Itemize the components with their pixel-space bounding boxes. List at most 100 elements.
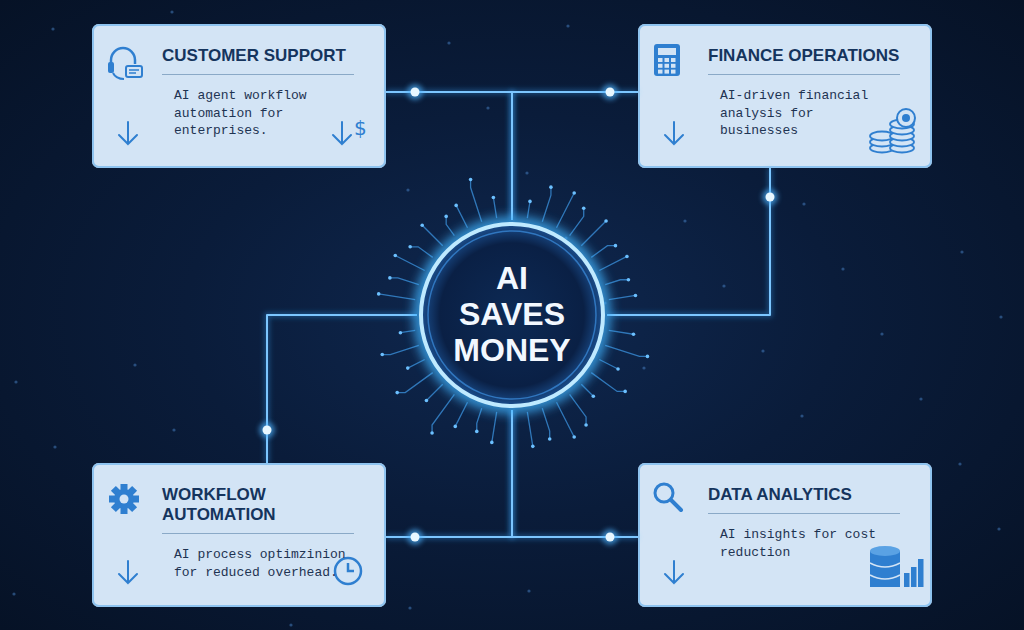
node-dot xyxy=(411,533,420,542)
trace-dot xyxy=(627,278,631,282)
connector-line xyxy=(512,92,638,220)
network-dot xyxy=(408,606,411,609)
circuit-trace xyxy=(397,373,433,393)
circuit-trace xyxy=(408,359,425,368)
network-dot xyxy=(172,428,175,431)
circuit-trace xyxy=(400,330,415,332)
network-dot xyxy=(958,462,961,465)
trace-dot xyxy=(475,430,479,434)
down-arrow xyxy=(333,122,351,144)
circuit-trace xyxy=(390,278,419,285)
circuit-trace xyxy=(542,408,549,439)
node-dot-glow xyxy=(259,422,275,438)
connector-line xyxy=(607,168,770,315)
node-dot-glow xyxy=(407,84,423,100)
circuit-traces xyxy=(377,178,649,448)
connector-glow xyxy=(386,410,512,537)
network-dot xyxy=(406,188,409,191)
trace-dot xyxy=(625,255,629,259)
network-dot xyxy=(802,202,805,205)
trace-dot xyxy=(616,367,620,371)
connector-glow xyxy=(512,92,638,220)
trace-dot xyxy=(399,331,403,335)
circuit-trace xyxy=(422,225,443,246)
circuit-trace xyxy=(605,345,647,356)
box-body: AI process optimzinion for reduced overh… xyxy=(174,546,348,581)
box-fills xyxy=(92,24,932,607)
box-title: FINANCE OPERATIONS xyxy=(708,46,900,75)
box-body: AI-driven financial analysis for busines… xyxy=(720,87,894,140)
network-dot xyxy=(761,349,764,352)
box-fill xyxy=(92,24,386,168)
down-arrow xyxy=(665,122,683,144)
circuit-trace xyxy=(456,205,467,227)
box-body: AI insights for cost reduction xyxy=(720,526,894,561)
trace-dot xyxy=(614,244,618,248)
network-dot xyxy=(53,445,56,448)
trace-dot xyxy=(395,391,399,395)
network-dot xyxy=(722,284,725,287)
trace-dot xyxy=(380,353,384,357)
trace-dot xyxy=(444,215,448,219)
network-dot xyxy=(999,315,1002,318)
trace-dot xyxy=(453,425,457,429)
node-dot-glow xyxy=(407,529,423,545)
circuit-trace xyxy=(591,246,615,258)
box-fill xyxy=(638,463,932,607)
down-arrow xyxy=(119,561,137,583)
network-dot xyxy=(566,24,569,27)
network-dot xyxy=(880,332,883,335)
box-fill xyxy=(638,24,932,168)
node-dot xyxy=(263,426,272,435)
circuit-trace xyxy=(493,197,496,218)
gear-icon xyxy=(109,484,139,514)
coins-icon xyxy=(870,109,915,153)
network-dot xyxy=(919,397,922,400)
trace-dot xyxy=(549,185,553,189)
process-box: CUSTOMER SUPPORTAI agent workflow automa… xyxy=(92,24,386,168)
network-dot xyxy=(997,527,1000,530)
circuit-trace xyxy=(570,394,586,425)
box-title: DATA ANALYTICS xyxy=(708,485,900,514)
network-dot xyxy=(800,414,803,417)
node-dot-glow xyxy=(602,84,618,100)
trace-dot xyxy=(454,204,458,208)
circuit-trace xyxy=(379,294,416,300)
trace-dot xyxy=(388,276,392,280)
process-box: DATA ANALYTICS AI insights for cost reduc… xyxy=(638,463,932,607)
network-dot xyxy=(447,41,450,44)
circuit-trace xyxy=(527,201,530,218)
network-dot xyxy=(642,366,645,369)
trace-dot xyxy=(582,206,586,210)
connector-line xyxy=(386,410,512,537)
trace-dot xyxy=(406,366,410,370)
trace-dot xyxy=(548,437,552,441)
circuit-trace xyxy=(570,208,584,235)
hub-text: AI SAVES MONEY xyxy=(442,261,582,368)
calculator-icon xyxy=(654,44,680,76)
circuit-trace xyxy=(382,345,419,354)
box-body: AI agent workflow automation for enterpr… xyxy=(174,87,348,140)
connector-glow xyxy=(386,92,512,220)
node-dot xyxy=(411,88,420,97)
magnifier-icon xyxy=(655,484,681,510)
circuit-trace xyxy=(609,330,634,334)
circuit-trace xyxy=(599,359,618,369)
circuit-trace xyxy=(605,280,628,285)
trace-dot xyxy=(393,254,397,258)
process-box: WORKFLOW AUTOMATIONAI process optimzinio… xyxy=(92,463,386,607)
connector-line xyxy=(267,315,417,463)
down-arrow xyxy=(665,561,683,583)
network-dot xyxy=(12,592,15,595)
circuit-trace xyxy=(432,394,454,433)
network-dot xyxy=(133,363,136,366)
node-dot xyxy=(766,193,775,202)
trace-dot xyxy=(632,332,636,336)
headset-icon xyxy=(108,48,142,79)
trace-dot xyxy=(490,441,494,445)
connector-line xyxy=(386,92,512,220)
network-dot xyxy=(51,27,54,30)
circuit-trace xyxy=(477,408,482,431)
trace-dot xyxy=(430,431,434,435)
